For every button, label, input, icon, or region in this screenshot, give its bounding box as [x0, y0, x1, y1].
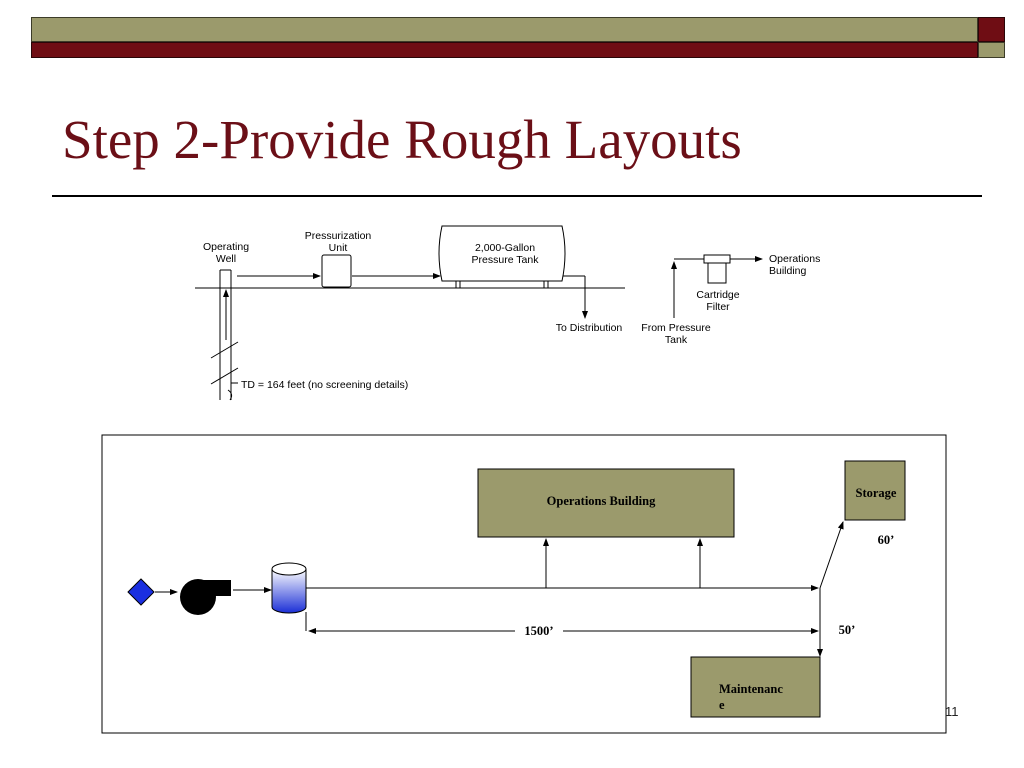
well-break-mark-2	[210, 367, 239, 385]
header-bar-olive	[31, 17, 978, 42]
filter-label-2: Filter	[706, 301, 730, 313]
branch-to-storage	[819, 521, 844, 589]
ops-label-2: Building	[769, 265, 807, 277]
operations-building-label: Operations Building	[547, 494, 656, 508]
cartridge-filter-body	[707, 262, 727, 284]
pressurization-unit	[321, 254, 352, 288]
dimension-1500-label: 1500’	[524, 624, 553, 638]
storage-box	[844, 460, 906, 521]
distribution-label: To Distribution	[556, 322, 623, 334]
title-divider	[52, 195, 982, 197]
slide-title: Step 2-Provide Rough Layouts	[62, 109, 742, 170]
operations-building-box	[477, 468, 735, 538]
well-break-mark-1	[210, 341, 239, 359]
well-label-2: Well	[216, 253, 236, 265]
pressure-tank-icon	[271, 562, 307, 614]
ops-label-1: Operations	[769, 253, 820, 265]
pressure-tank	[438, 225, 566, 282]
td-label: TD = 164 feet (no screening details)	[241, 379, 408, 391]
maintenance-label-1: Maintenanc	[719, 682, 783, 696]
dimension-60-label: 60’	[878, 533, 895, 547]
dimension-50-label: 50’	[839, 623, 856, 637]
from-tank-label-1: From Pressure	[641, 322, 711, 334]
storage-label: Storage	[856, 486, 897, 500]
from-tank-label-2: Tank	[665, 334, 688, 346]
tank-label-1: 2,000-Gallon	[475, 242, 535, 254]
header-bar-maroon	[31, 42, 978, 58]
pressurization-label-2: Unit	[329, 242, 348, 254]
valve-diamond-icon	[127, 578, 155, 606]
pump-icon	[180, 579, 231, 615]
header-corner-maroon	[978, 17, 1005, 42]
pressurization-label-1: Pressurization	[305, 230, 372, 242]
page-number: 11	[945, 704, 959, 719]
well-label-1: Operating	[203, 241, 249, 253]
tank-label-2: Pressure Tank	[472, 254, 540, 266]
filter-label-1: Cartridge	[696, 289, 739, 301]
header-corner-olive	[978, 42, 1005, 58]
maintenance-label-2: e	[719, 698, 725, 712]
maintenance-box	[690, 656, 821, 718]
